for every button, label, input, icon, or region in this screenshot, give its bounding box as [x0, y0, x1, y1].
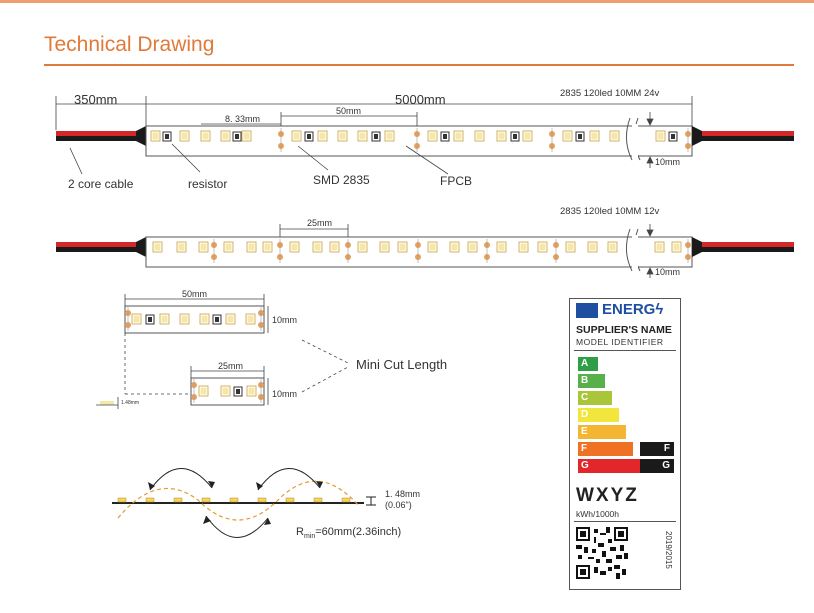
mini-cut-length-label: Mini Cut Length: [356, 357, 448, 372]
strip1-dimensions: [55, 96, 693, 175]
eu-flag-icon: [576, 303, 598, 318]
energy-class-f: F: [578, 442, 633, 456]
cut-piece-25mm: [190, 377, 265, 406]
led-pitch-label: 8. 33mm: [225, 114, 261, 124]
consumption-value: WXYZ: [576, 485, 639, 506]
energy-class-c: C: [578, 391, 612, 405]
cut-dimensions: [96, 294, 349, 409]
top-border: [0, 0, 814, 3]
rating-arrow-g: G: [640, 459, 674, 473]
supplier-name: SUPPLIER'S NAME: [576, 324, 672, 336]
consumption-unit: kWh/1000h: [576, 509, 619, 519]
strip1-width: 10mm: [655, 157, 681, 167]
big-cut-length: 50mm: [182, 289, 208, 299]
strip1-spec: 2835 120led 10MM 24v: [560, 88, 660, 99]
divider: [574, 350, 676, 351]
callout-resistor: resistor: [188, 177, 228, 191]
strip2-cut-length: 25mm: [307, 218, 333, 228]
energy-label: ENERGϟ SUPPLIER'S NAME MODEL IDENTIFIER …: [569, 298, 681, 590]
led-strip-12v: [56, 228, 794, 272]
bend-thickness: 1. 48mm: [385, 489, 421, 499]
strip1-cut-length: 50mm: [336, 106, 362, 116]
cut-thickness: 1.48mm: [121, 400, 140, 406]
big-cut-width: 10mm: [272, 315, 298, 325]
title-underline: [44, 64, 794, 66]
page-title: Technical Drawing: [44, 33, 215, 56]
energy-class-e: E: [578, 425, 626, 439]
strip2-dimensions: [279, 224, 654, 278]
strip-length-label: 5000mm: [395, 92, 446, 107]
strip2-spec: 2835 120led 10MM 12v: [560, 206, 660, 217]
energy-class-b: B: [578, 374, 605, 388]
qr-code-icon: [576, 527, 628, 579]
rating-arrow-f: F: [640, 442, 674, 456]
callout-smd-2835: SMD 2835: [313, 173, 370, 187]
small-cut-width: 10mm: [272, 389, 298, 399]
divider: [574, 521, 676, 522]
energy-heading: ENERGϟ: [602, 301, 664, 318]
min-bend-radius: Rmin=60mm(2.36inch): [296, 526, 402, 541]
model-identifier: MODEL IDENTIFIER: [576, 337, 664, 347]
cable-length-label: 350mm: [74, 92, 118, 107]
regulation-number: 2019/2015: [664, 531, 673, 569]
small-cut-length: 25mm: [218, 361, 244, 371]
bend-diagram: [112, 468, 376, 538]
led-strip-24v: [56, 117, 794, 161]
callout-2-core-cable: 2 core cable: [68, 177, 134, 191]
bend-thickness-inch: (0.06"): [385, 500, 412, 510]
cut-piece-50mm: [124, 305, 265, 334]
strip2-width: 10mm: [655, 267, 681, 277]
energy-class-d: D: [578, 408, 619, 422]
energy-class-g: G: [578, 459, 640, 473]
energy-class-a: A: [578, 357, 598, 371]
callout-fpcb: FPCB: [440, 174, 473, 188]
